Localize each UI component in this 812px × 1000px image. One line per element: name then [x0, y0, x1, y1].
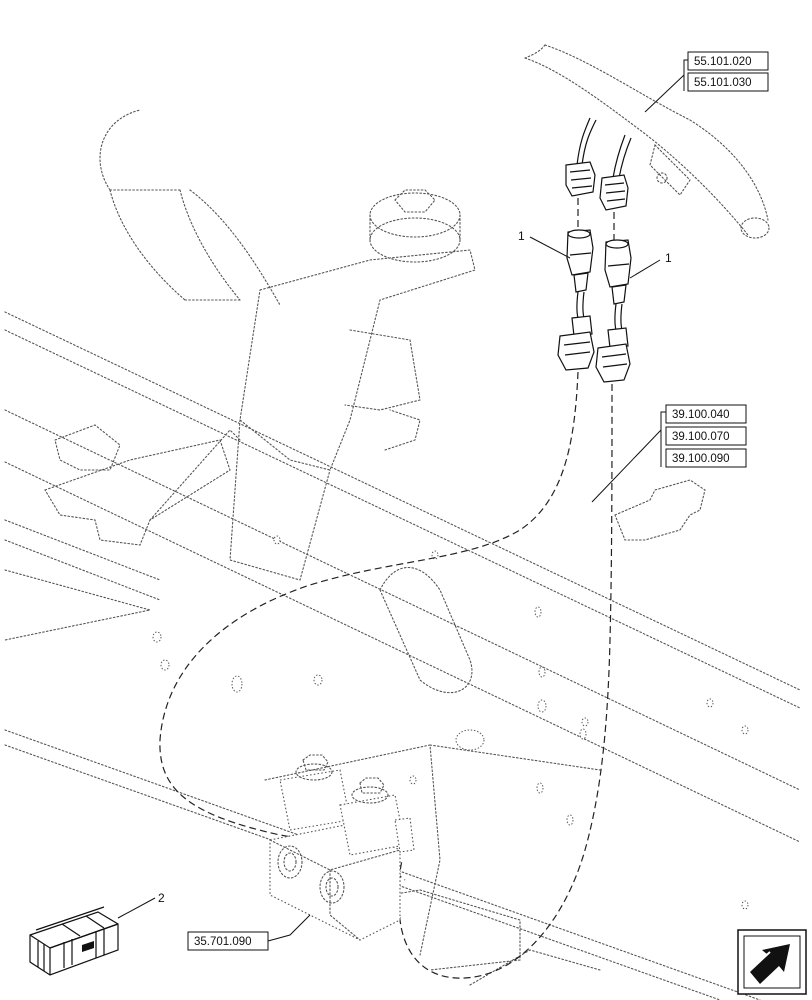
reference-group-top: 55.101.020 55.101.030: [644, 51, 769, 113]
new-harness-route-left: [159, 371, 579, 881]
reference-box[interactable]: [687, 51, 769, 71]
new-harness-route-right: [398, 383, 613, 979]
solenoid-valve-block: [269, 754, 415, 941]
reference-label[interactable]: 39.100.040: [672, 409, 730, 421]
reference-group-middle: 39.100.040 39.100.070 39.100.090: [591, 404, 747, 503]
chassis-frame: [4, 109, 801, 1000]
harness-plug-right: [599, 174, 629, 211]
reference-label[interactable]: 39.100.070: [672, 431, 730, 443]
reference-label[interactable]: 55.101.020: [694, 56, 752, 68]
reference-group-bottom: 35.701.090: [187, 914, 311, 951]
existing-harness: [524, 44, 770, 239]
reference-label[interactable]: 55.101.030: [694, 77, 752, 89]
kit-box-icon: [29, 906, 119, 976]
connector-adapter-right: [595, 239, 632, 383]
frame-holes: [152, 535, 749, 910]
callout-connector-left: 1: [518, 229, 571, 259]
callout-number: 2: [158, 891, 165, 905]
callout-connector-right: 1: [629, 251, 672, 279]
reference-box[interactable]: [665, 404, 747, 424]
callout-number: 1: [518, 229, 525, 243]
callout-number: 1: [665, 251, 672, 265]
reference-box[interactable]: [665, 426, 747, 446]
next-page-arrow-icon[interactable]: [737, 929, 807, 995]
reference-box[interactable]: [687, 72, 769, 92]
harness-plug-left: [565, 161, 596, 197]
reference-label[interactable]: 35.701.090: [194, 936, 252, 948]
callout-kit: 2: [117, 891, 165, 919]
connector-adapter-left: [557, 229, 595, 371]
reference-label[interactable]: 39.100.090: [672, 453, 730, 465]
reference-box[interactable]: [665, 448, 747, 468]
